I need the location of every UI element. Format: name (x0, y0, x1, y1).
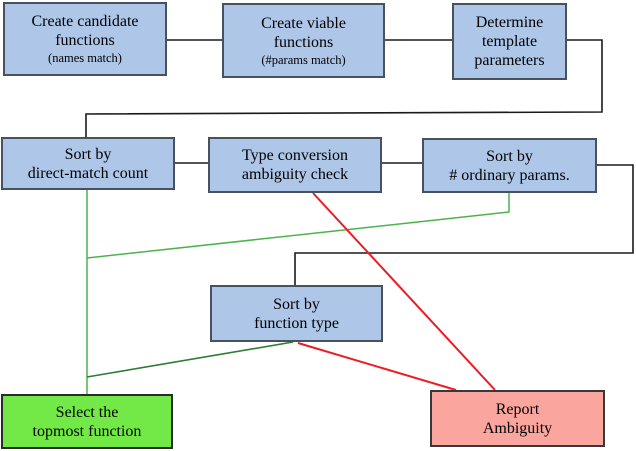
node-label-line: parameters (474, 52, 545, 69)
edge-sort-by-ordinary-params--select-topmost-function (86, 193, 510, 259)
node-note: (names match) (48, 51, 122, 65)
node-label-line: topmost function (32, 422, 142, 440)
node-label-line: direct-match count (27, 164, 149, 182)
node-label-line: Determine (475, 14, 544, 31)
node-label-line: Report (495, 400, 540, 418)
node-label-line: Create viable (261, 14, 346, 32)
node-label-line: Create candidate (31, 13, 139, 30)
node-sort-by-ordinary-params: Sort by# ordinary params. (422, 138, 597, 193)
node-label-line: Select the (55, 403, 119, 421)
edge-sort-by-function-type--report-ambiguity (297, 342, 457, 391)
node-label-line: template (481, 33, 538, 50)
node-label-line: Ambiguity (482, 419, 553, 437)
node-label-line: Sort by (486, 147, 533, 165)
node-label-line: Sort by (64, 145, 112, 163)
node-label-line: Type conversion (242, 147, 348, 164)
node-type-conversion-ambiguity-check: Type conversion ambiguity check (208, 137, 382, 193)
node-determine-template-parameters: Determine template parameters (452, 3, 567, 80)
node-label-line: Sort by (273, 295, 320, 313)
node-note: (#params match) (261, 52, 346, 67)
node-label-line: functions (273, 33, 334, 51)
node-label-line: function type (254, 314, 339, 332)
node-label-line: functions (55, 32, 115, 49)
node-create-candidate-functions: Create candidate functions (names match) (3, 2, 167, 76)
edge-sort-by-function-type--select-topmost-function (86, 341, 294, 378)
node-label-line: ambiguity check (241, 166, 349, 183)
node-label-line: # ordinary params. (449, 166, 570, 184)
